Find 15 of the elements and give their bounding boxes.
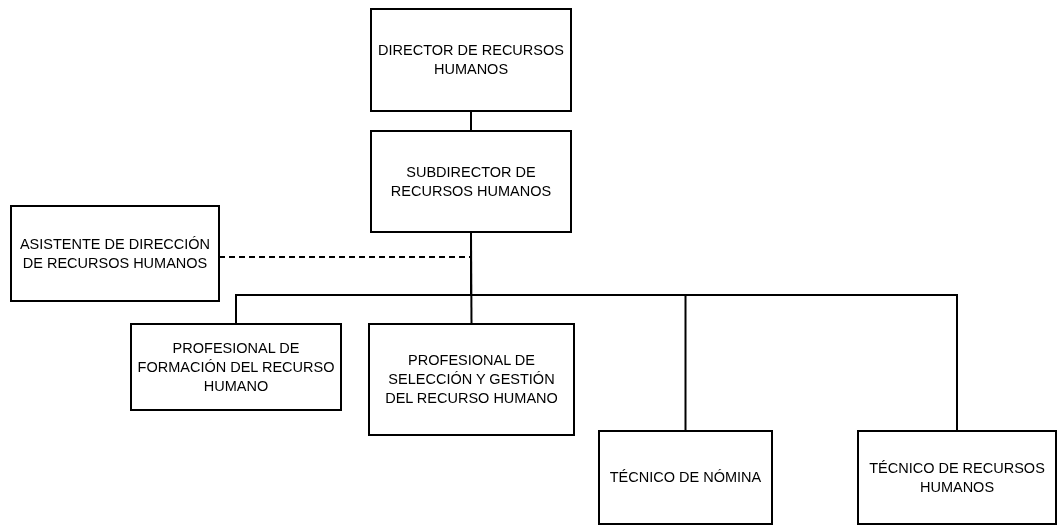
position-box — [857, 430, 1057, 525]
position-title: ASISTENTE DE DIRECCIÓN DE RECURSOS HUMANOS — [18, 234, 212, 273]
position-box — [598, 430, 773, 525]
position-box — [370, 130, 572, 233]
position-title: SUBDIRECTOR DE RECURSOS HUMANOS — [389, 162, 553, 201]
connector-line — [470, 111, 472, 131]
position-title: PROFESIONAL DE FORMACIÓN DEL RECURSO HUMANO — [136, 338, 336, 396]
position-title: TÉCNICO DE RECURSOS HUMANOS — [868, 458, 1046, 497]
position-box — [10, 205, 220, 302]
position-box — [368, 323, 575, 436]
position-title: DIRECTOR DE RECURSOS HUMANOS — [377, 41, 565, 79]
position-title: PROFESIONAL DE SELECCIÓN Y GESTIÓN DEL RECURSO HUMANO — [384, 351, 559, 408]
position-box — [370, 8, 572, 112]
position-box — [130, 323, 342, 411]
position-title: TÉCNICO DE NÓMINA — [609, 468, 762, 487]
